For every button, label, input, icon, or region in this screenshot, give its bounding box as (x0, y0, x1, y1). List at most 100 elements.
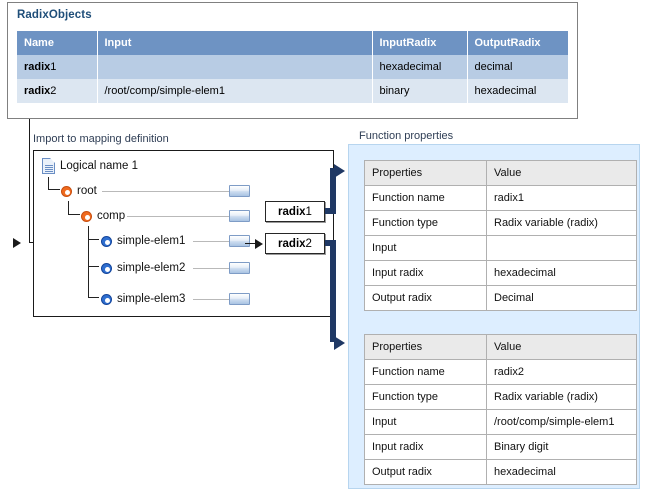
table-row: Input radix hexadecimal (364, 260, 637, 286)
cell-name-bold: radix (24, 61, 51, 73)
table-row: Function type Radix variable (radix) (364, 210, 637, 236)
cell-value: radix1 (486, 185, 637, 211)
cell-value: Binary digit (486, 434, 637, 460)
leader-line-elem1 (193, 241, 229, 242)
cell-input: /root/comp/simple-elem1 (97, 79, 373, 103)
callout-radix1-bold: radix (278, 205, 306, 218)
cell-property: Function name (364, 359, 487, 385)
table-header-row: Properties Value (364, 334, 637, 360)
cell-value: radix2 (486, 359, 637, 385)
node-simple-icon (101, 235, 112, 247)
function-properties-table-1: Properties Value Function name radix1 Fu… (364, 160, 637, 311)
field-box-icon-elem3[interactable] (229, 293, 250, 305)
column-header-inputradix: InputRadix (372, 31, 468, 55)
tree-row-simple-elem3[interactable]: simple-elem3 (101, 290, 185, 308)
table-row: radix2 /root/comp/simple-elem1 binary he… (17, 79, 568, 103)
leader-line-elem2 (193, 268, 229, 269)
node-complex-icon (81, 210, 92, 222)
callout-radix2-num: 2 (305, 237, 312, 250)
tree-elbow-root (48, 177, 60, 190)
table-row: Output radix Decimal (364, 285, 637, 311)
table-row: Function name radix1 (364, 185, 637, 211)
cell-property: Function type (364, 210, 487, 236)
node-complex-icon (61, 185, 72, 197)
cell-output-radix: decimal (467, 55, 568, 79)
document-icon (42, 158, 55, 174)
connector-arrow-to-tree (13, 238, 21, 248)
table-row: Output radix hexadecimal (364, 459, 637, 485)
radix-objects-title: RadixObjects (17, 9, 92, 21)
connector-arrow-to-radix2 (255, 239, 263, 249)
table-row: radix1 hexadecimal decimal (17, 55, 568, 79)
tree-row-root[interactable]: root (61, 182, 97, 200)
callout-radix1-num: 1 (305, 205, 312, 218)
cell-value: hexadecimal (486, 260, 637, 286)
cell-property: Input radix (364, 434, 487, 460)
tree-label-root: root (77, 185, 97, 197)
cell-name-num: 2 (50, 85, 57, 97)
cell-value: Radix variable (radix) (486, 210, 637, 236)
tree-row-simple-elem2[interactable]: simple-elem2 (101, 259, 185, 277)
callout-radix2-bold: radix (278, 237, 306, 250)
cell-name: radix2 (17, 79, 98, 103)
function-properties-table-2: Properties Value Function name radix2 Fu… (364, 334, 637, 485)
column-header-value: Value (486, 160, 637, 186)
cell-output-radix: hexadecimal (467, 79, 568, 103)
cell-value: Radix variable (radix) (486, 384, 637, 410)
node-simple-icon (101, 262, 112, 274)
leader-line-elem3 (193, 299, 229, 300)
navy-arrow-to-properties-table-2 (334, 336, 345, 350)
connector-line-elem1-to-radix2 (245, 243, 257, 244)
field-box-icon-root[interactable] (229, 185, 250, 197)
tree-row-logical-name[interactable]: Logical name 1 (42, 157, 138, 175)
tree-spine-children (88, 226, 89, 298)
field-box-icon-elem1[interactable] (229, 235, 250, 247)
table-row: Input /root/comp/simple-elem1 (364, 409, 637, 435)
radix-objects-table: Name Input InputRadix OutputRadix radix1… (17, 31, 568, 103)
radix-objects-panel: RadixObjects Name Input InputRadix Outpu… (7, 2, 578, 119)
table-row: Input radix Binary digit (364, 434, 637, 460)
tree-arm-elem2 (88, 266, 99, 267)
cell-property: Function name (364, 185, 487, 211)
cell-value: hexadecimal (486, 459, 637, 485)
column-header-input: Input (97, 31, 373, 55)
import-section-caption: Import to mapping definition (33, 133, 169, 145)
field-box-icon-elem2[interactable] (229, 262, 250, 274)
navy-arrow-to-properties-table-1 (334, 164, 345, 178)
cell-value: /root/comp/simple-elem1 (486, 409, 637, 435)
table-row: Function name radix2 (364, 359, 637, 385)
column-header-outputradix: OutputRadix (467, 31, 568, 55)
cell-property: Input (364, 409, 487, 435)
navy-connector-radix1-vertical (330, 168, 336, 214)
cell-name-num: 1 (50, 61, 57, 73)
mapping-tree-panel: Logical name 1 root comp simple-elem1 si… (33, 150, 334, 317)
cell-input-radix: binary (372, 79, 468, 103)
tree-row-comp[interactable]: comp (81, 207, 125, 225)
tree-arm-elem1 (88, 239, 99, 240)
connector-line-vertical (29, 119, 30, 243)
tree-label-simple-elem3: simple-elem3 (117, 293, 186, 305)
cell-property: Output radix (364, 459, 487, 485)
leader-line-root (102, 191, 229, 192)
function-properties-caption: Function properties (359, 130, 454, 142)
tree-row-simple-elem1[interactable]: simple-elem1 (101, 232, 185, 250)
node-simple-icon (101, 293, 112, 305)
cell-name-bold: radix (24, 85, 51, 97)
tree-label-comp: comp (97, 210, 126, 222)
tree-label-simple-elem1: simple-elem1 (117, 235, 186, 247)
tree-elbow-comp (68, 201, 80, 215)
tree-arm-elem3 (88, 297, 99, 298)
cell-property: Function type (364, 384, 487, 410)
column-header-name: Name (17, 31, 98, 55)
cell-property: Input (364, 235, 487, 261)
column-header-properties: Properties (364, 334, 487, 360)
leader-line-comp (127, 216, 229, 217)
cell-property: Input radix (364, 260, 487, 286)
table-row: Function type Radix variable (radix) (364, 384, 637, 410)
table-row: Input (364, 235, 637, 261)
table-header-row: Properties Value (364, 160, 637, 186)
field-box-icon-comp[interactable] (229, 210, 250, 222)
navy-connector-radix2-vertical (330, 240, 336, 342)
